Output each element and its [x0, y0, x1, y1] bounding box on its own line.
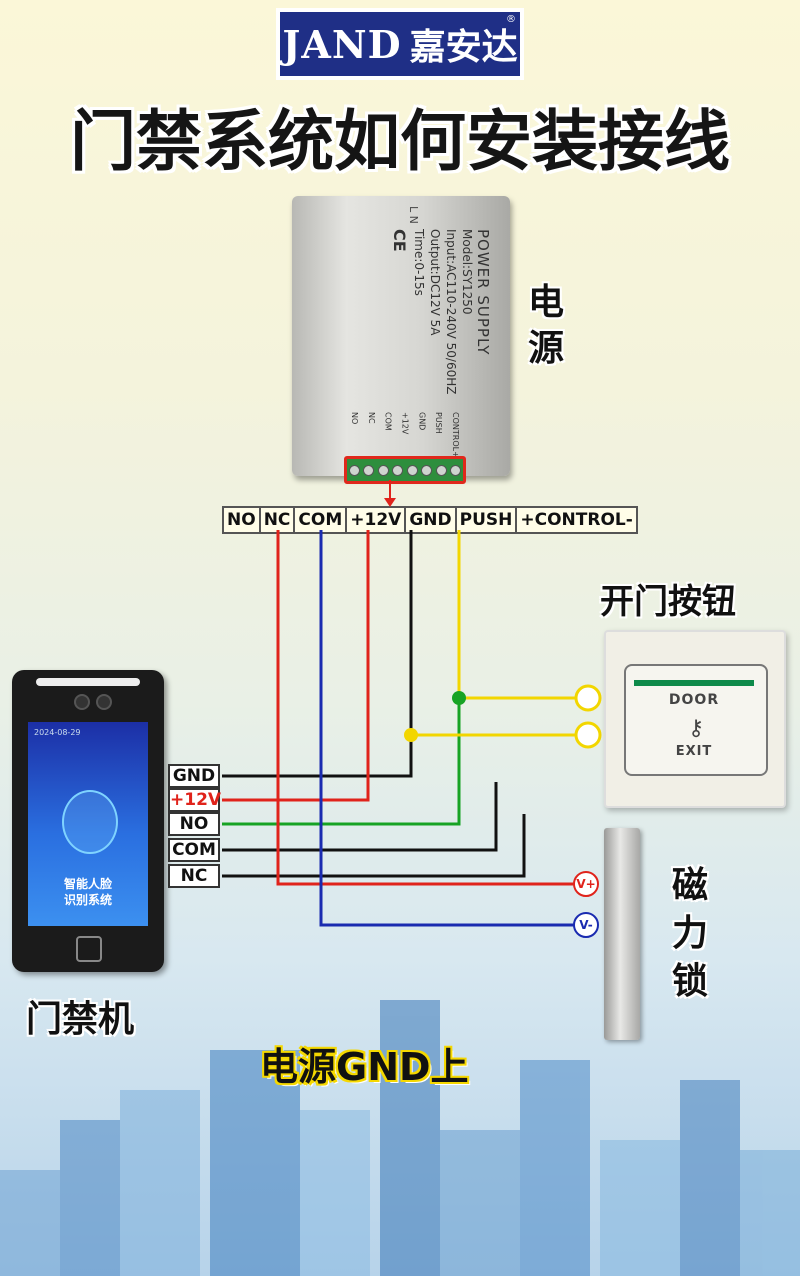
exit-exit-text: EXIT	[675, 744, 713, 759]
device-screen-text: 智能人脸 识别系统	[28, 876, 148, 908]
exit-button-label: 开门按钮	[600, 582, 736, 622]
camera-icon	[96, 694, 112, 710]
terminal-screw	[348, 464, 360, 476]
psu-terminal-label: CONTROL+	[450, 412, 460, 458]
strip-push: PUSH	[457, 508, 518, 532]
terminal-screw	[406, 464, 418, 476]
wire-com-black	[222, 782, 498, 852]
device-light-bar	[36, 678, 140, 686]
psu-terminal-label: GND	[417, 412, 427, 431]
power-supply-unit	[292, 196, 510, 476]
power-supply-label: 电源	[528, 282, 565, 369]
psu-terminal-label: COM	[383, 412, 393, 431]
maglock-terminal-vminus: V-	[573, 912, 599, 938]
device-screen-line1: 智能人脸	[63, 877, 112, 891]
psu-terminal-label: PUSH	[434, 412, 444, 434]
maglock-label: 磁力锁	[672, 865, 709, 1002]
wire-com-blue	[319, 530, 574, 927]
device-screen-line2: 识别系统	[63, 893, 112, 907]
terminal-screw	[421, 464, 433, 476]
terminal-screw	[450, 464, 462, 476]
exit-terminal-2	[574, 721, 602, 749]
registered-mark: ®	[506, 14, 516, 25]
psu-terminal-label: NO	[350, 412, 359, 425]
wire-gnd	[222, 530, 413, 778]
device-terminal-gnd: GND	[168, 764, 220, 788]
magnetic-lock	[604, 828, 640, 1040]
wire-12v	[222, 530, 370, 802]
psu-terminal-block	[344, 456, 466, 484]
strip-control: +CONTROL-	[520, 510, 633, 530]
psu-terminal-label: NC	[366, 412, 376, 424]
junction-yellow	[404, 728, 418, 742]
city-skyline	[0, 1000, 800, 1276]
exit-door-text: DOOR	[668, 692, 720, 708]
terminal-strip: NO NC COM +12V GND PUSH +CONTROL-	[222, 506, 638, 534]
brand-name-en: JAND	[282, 21, 402, 67]
terminal-screw	[377, 464, 389, 476]
brand-name-cn: 嘉安达	[409, 27, 518, 68]
strip-12v: +12V	[347, 508, 407, 532]
terminal-screw	[435, 464, 447, 476]
exit-terminal-1	[574, 684, 602, 712]
terminal-screw	[392, 464, 404, 476]
camera-icon	[74, 694, 90, 710]
strip-no: NO	[224, 508, 261, 532]
strip-nc: NC	[261, 508, 296, 532]
bottom-caption: 电源GND上	[260, 1045, 469, 1089]
device-terminal-12v: +12V	[168, 788, 222, 812]
psu-terminal-label: +12V	[400, 412, 410, 435]
device-terminal-nc: NC	[168, 864, 220, 888]
brand-logo: JAND 嘉安达 ®	[276, 8, 524, 80]
face-icon	[62, 790, 118, 854]
wire-nc-black	[222, 814, 526, 878]
strip-com: COM	[295, 508, 348, 532]
exit-indicator-bar	[634, 680, 754, 686]
device-terminal-no: NO	[168, 812, 220, 836]
device-date: 2024-08-29	[34, 728, 81, 737]
psu-terminal-labels: NO NC COM +12V GND PUSH CONTROL+	[350, 412, 460, 458]
device-terminal-com: COM	[168, 838, 220, 862]
psu-arrow-head	[384, 498, 396, 507]
junction-green	[452, 691, 466, 705]
page-title: 门禁系统如何安装接线	[70, 103, 730, 180]
key-icon: ⚷	[687, 716, 705, 741]
strip-gnd: GND	[406, 508, 457, 532]
fingerprint-icon	[76, 936, 102, 962]
maglock-terminal-vplus: V+	[573, 871, 599, 897]
terminal-screw	[363, 464, 375, 476]
access-device-label: 门禁机	[26, 999, 135, 1040]
wire-nc-red	[276, 530, 574, 886]
